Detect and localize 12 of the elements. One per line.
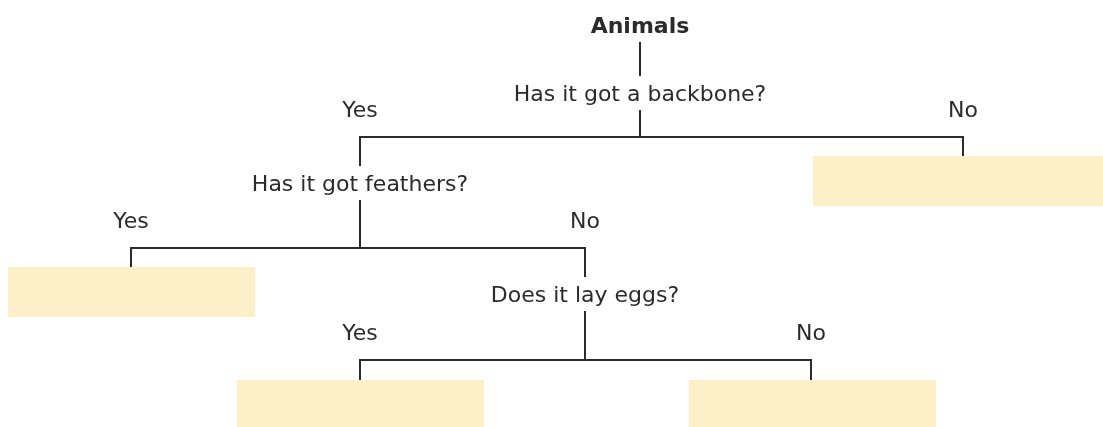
answer-box <box>689 380 936 427</box>
connector-line <box>359 199 586 278</box>
connector-line <box>584 310 812 381</box>
connector-line <box>639 109 964 157</box>
answer-box <box>813 156 1103 206</box>
tree-title: Animals <box>570 8 710 42</box>
question-text: Has it got feathers? <box>215 166 505 200</box>
connector-line <box>639 41 641 77</box>
answer-box <box>237 380 484 427</box>
question-text: Does it lay eggs? <box>460 277 710 311</box>
answer-box <box>8 267 255 317</box>
question-text: Has it got a backbone? <box>480 76 800 110</box>
